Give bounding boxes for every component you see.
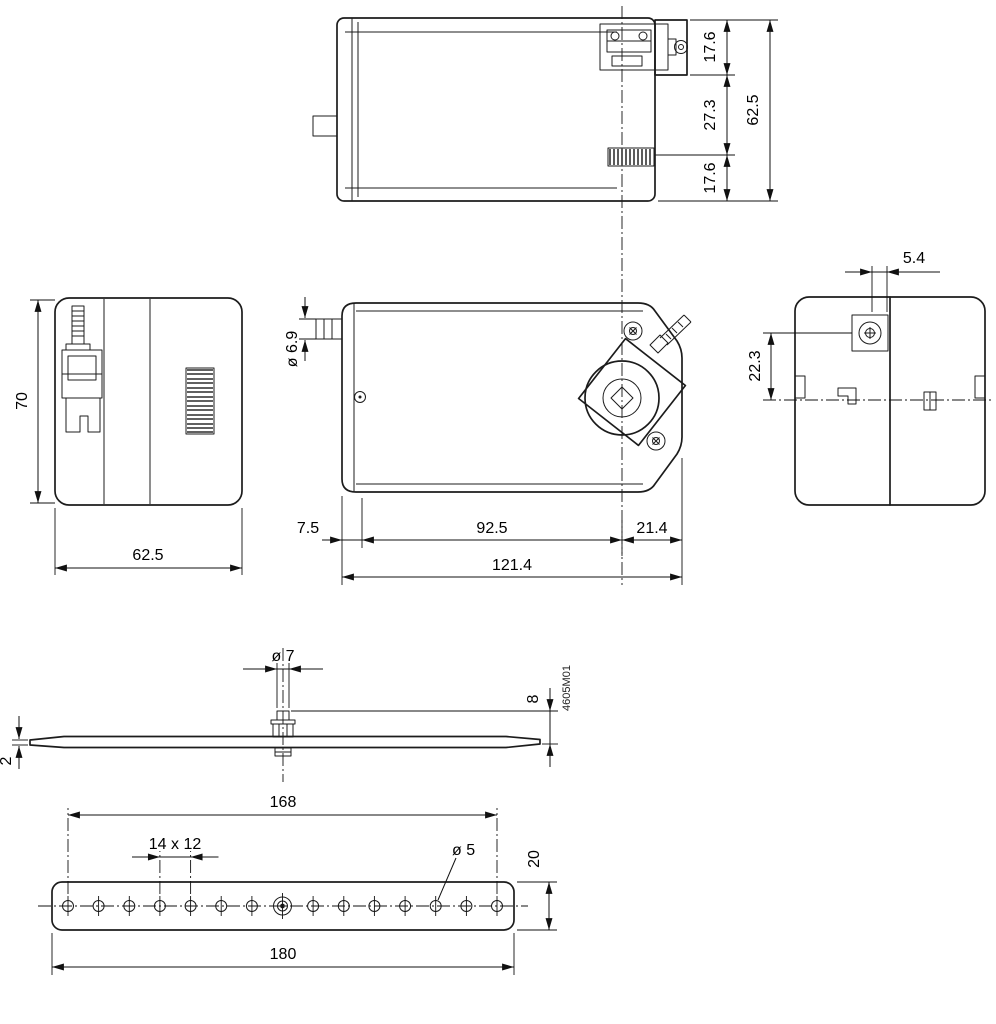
mounting-hole	[153, 896, 166, 916]
clamp-stud	[649, 314, 692, 354]
mounting-hole	[307, 896, 320, 916]
mounting-hole	[184, 896, 197, 916]
dim-label-right-overhang: 21.4	[636, 520, 667, 537]
mounting-hole	[491, 896, 503, 916]
dim-label-lower-height: 17.6	[702, 162, 719, 193]
front-view-body	[341, 302, 683, 493]
right-view-screw-detail	[851, 314, 889, 352]
dim-label-left-offset: 7.5	[297, 520, 319, 537]
dim-label-hole-span: 168	[270, 794, 297, 811]
document-number: 4605M01	[561, 665, 573, 711]
mounting-hole	[399, 896, 412, 916]
dim-label-bracket-width: 20	[526, 850, 543, 868]
mounting-hole	[123, 896, 136, 916]
mounting-hole	[215, 896, 228, 916]
clamp-bracket	[577, 337, 687, 447]
front-view-shaft-dimension: ø 6.9	[284, 297, 316, 367]
mounting-hole	[245, 896, 258, 916]
mounting-hole	[368, 896, 381, 916]
dim-label-mid-height: 27.3	[702, 99, 719, 130]
damper-blade-profile	[29, 735, 541, 749]
front-view-shaft-clamp	[577, 314, 692, 451]
top-view-endcap-lines	[345, 18, 617, 201]
mounting-bracket-body	[51, 881, 515, 931]
front-view-shaft-stub	[315, 318, 343, 340]
clamp-ring	[584, 360, 660, 436]
right-view-clips	[794, 375, 986, 411]
mounting-hole	[429, 896, 442, 916]
anti-rotation-clip	[65, 398, 101, 433]
dim-label-overall-length: 121.4	[492, 557, 532, 574]
dim-label-hub-height: 8	[525, 694, 542, 703]
top-view-clamp-housing	[654, 19, 688, 76]
dim-label-shaft-center: 92.5	[476, 520, 507, 537]
blade-profile-view: ø 7 8 2 4605M01	[0, 648, 573, 782]
top-view: 17.6 27.3 17.6 62.5	[312, 17, 778, 202]
dim-label-hole-pitch: 14 x 12	[149, 836, 202, 853]
dim-label-clamp-height: 17.6	[702, 31, 719, 62]
dim-label-bracket-hole-dia: ø 5	[452, 842, 475, 859]
position-indicator-dot	[358, 395, 362, 399]
top-view-dimensions: 17.6 27.3 17.6 62.5	[658, 19, 778, 202]
shaft-opening	[610, 386, 634, 410]
bracket-dimensions: 168 14 x 12 ø 5 20 180	[51, 794, 557, 975]
center-pivot-hole	[273, 893, 292, 919]
clamp-bolt-head-icon	[674, 40, 688, 54]
dim-label-height: 70	[14, 392, 31, 410]
torx-screw-icon	[646, 431, 666, 451]
blade-dimensions: ø 7 8 2	[0, 648, 558, 769]
dim-label-screw-center: 22.3	[747, 350, 764, 381]
screw-icon	[858, 321, 882, 345]
front-view: ø 6.9 7.5 92.5 21.4 121.4	[284, 297, 692, 585]
mounting-hole	[337, 896, 350, 916]
top-view-clamp-detail	[599, 23, 688, 71]
mounting-hole	[62, 896, 74, 916]
bracket-holes	[62, 893, 503, 919]
clamp-screw-icon	[638, 31, 648, 41]
left-view-shaft-detail	[61, 305, 103, 433]
blade-hub-detail	[270, 710, 296, 757]
left-view-body	[54, 297, 243, 506]
dim-label-depth: 62.5	[132, 547, 163, 564]
mounting-hole	[92, 896, 105, 916]
mounting-hole	[460, 896, 473, 916]
left-view-gear-stripes	[185, 367, 215, 435]
torx-screw-icon	[623, 321, 643, 341]
position-indicator-icon	[354, 391, 366, 403]
front-view-dimensions: 7.5 92.5 21.4 121.4	[297, 458, 683, 585]
right-side-view: 5.4 22.3	[747, 250, 993, 506]
dim-label-shaft-dia: ø 6.9	[284, 331, 301, 368]
left-side-view: 70 62.5	[14, 297, 243, 575]
top-view-body	[336, 17, 656, 202]
mounting-bracket-view: 168 14 x 12 ø 5 20 180	[38, 794, 557, 975]
dim-label-hub-hole-dia: ø 7	[271, 648, 294, 665]
dim-label-screw-offset: 5.4	[903, 250, 925, 267]
top-view-side-tab	[312, 115, 338, 137]
dim-label-bracket-length: 180	[270, 946, 297, 963]
dim-label-blade-thickness: 2	[0, 756, 15, 765]
clamp-screw-icon	[610, 31, 620, 41]
top-view-gear-hatch	[607, 147, 655, 167]
left-view-dimensions: 70 62.5	[14, 299, 243, 575]
dim-label-overall-depth: 62.5	[745, 94, 762, 125]
right-view-dimensions: 5.4 22.3	[747, 250, 940, 400]
